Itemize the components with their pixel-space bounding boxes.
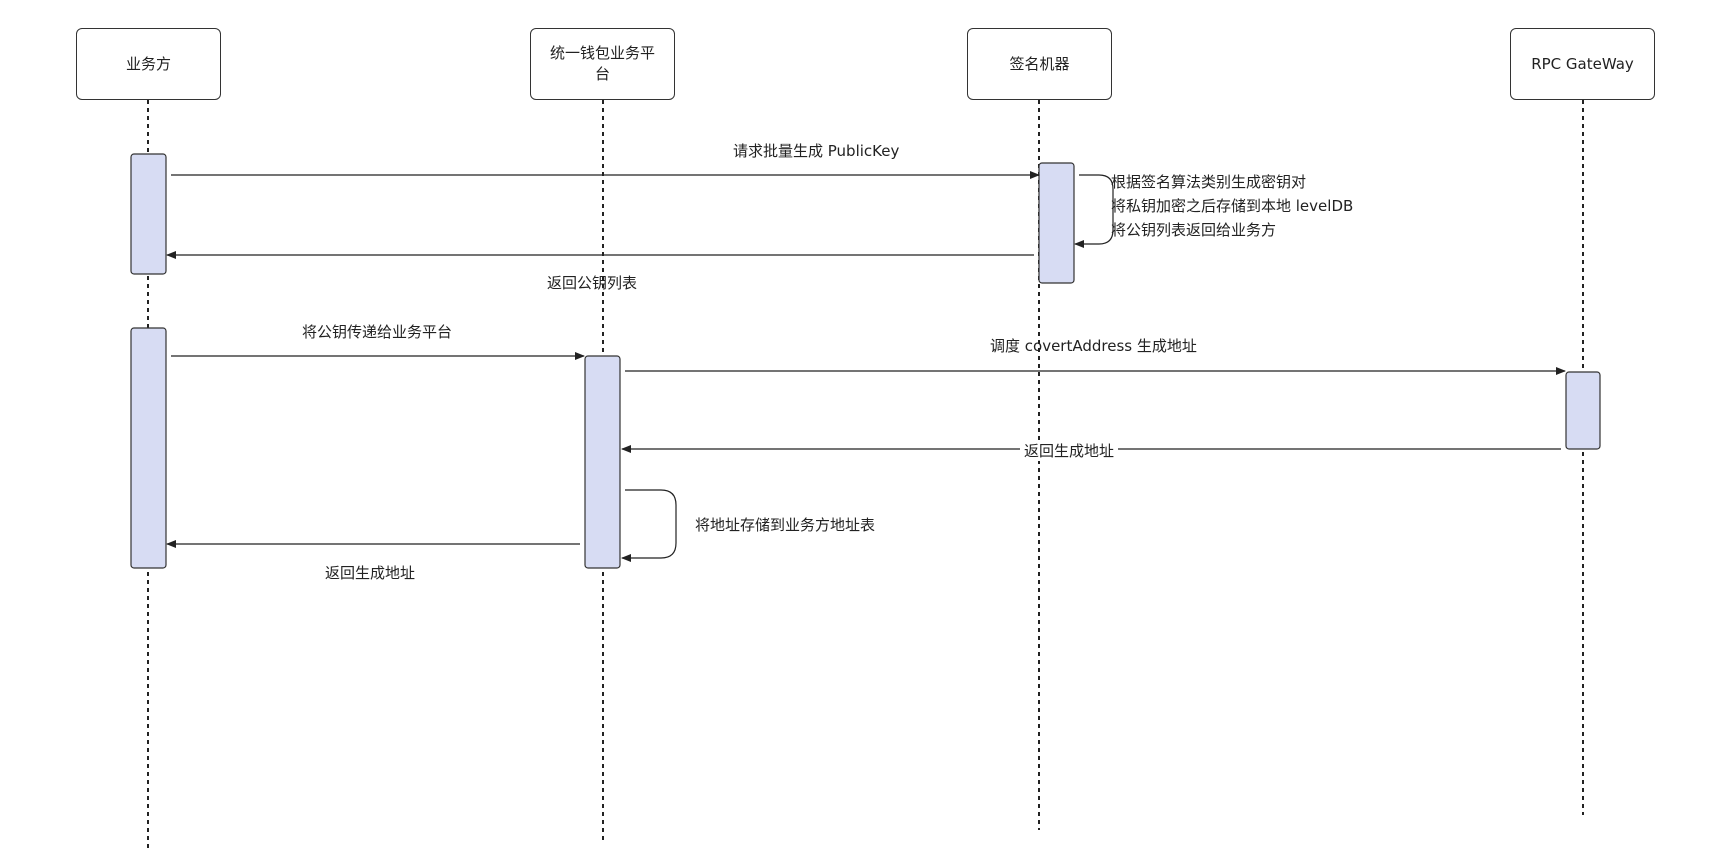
arrow-wallet-self: [621, 489, 677, 562]
note-signer-self: 根据签名算法类别生成密钥对 将私钥加密之后存储到本地 levelDB 将公钥列表…: [1111, 170, 1353, 242]
label-covert-address: 调度 covertAddress 生成地址: [990, 337, 1197, 355]
label-return-pubkeys: 返回公钥列表: [547, 274, 638, 292]
activation-biz-1: [130, 153, 167, 275]
activation-rpc: [1565, 371, 1601, 450]
activation-signer: [1038, 162, 1075, 284]
label-pass-pubkeys: 将公钥传递给业务平台: [302, 323, 453, 341]
participant-biz: 业务方: [76, 28, 221, 100]
note-line-1: 根据签名算法类别生成密钥对: [1111, 173, 1307, 191]
activation-biz-2: [130, 327, 167, 569]
label-return-address-rpc: 返回生成地址: [1020, 440, 1119, 461]
note-line-2: 将私钥加密之后存储到本地 levelDB: [1111, 197, 1354, 215]
participant-signer: 签名机器: [967, 28, 1112, 100]
label-store-address: 将地址存储到业务方地址表: [695, 516, 876, 534]
label-request-publickey: 请求批量生成 PublicKey: [733, 142, 900, 160]
label-return-address-biz: 返回生成地址: [325, 564, 416, 582]
arrow-signer-self: [1074, 174, 1114, 248]
note-line-3: 将公钥列表返回给业务方: [1111, 221, 1277, 239]
activation-wallet: [584, 355, 621, 569]
participant-rpc: RPC GateWay: [1510, 28, 1655, 100]
participant-wallet: 统一钱包业务平台: [530, 28, 675, 100]
